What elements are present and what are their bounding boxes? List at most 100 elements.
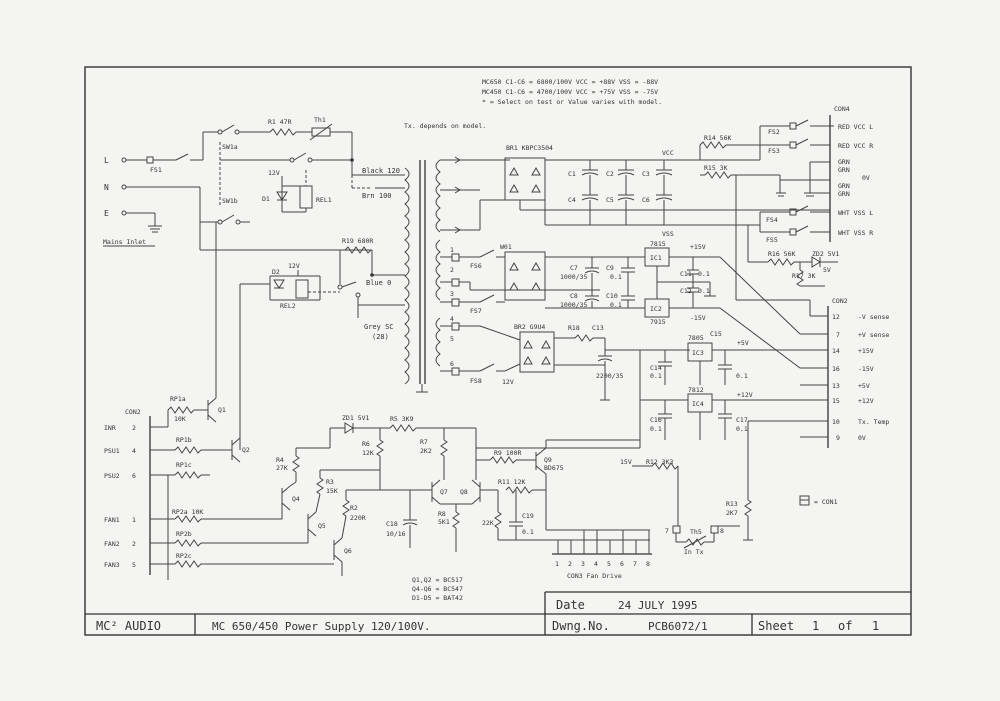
i7815-label: 7815 (650, 240, 666, 248)
th1-label: Th1 (314, 116, 326, 124)
i7805-label: 7805 (688, 334, 704, 342)
mains-e-label: E (104, 209, 109, 218)
note-q1q2: Q1,Q2 = BC517 (412, 576, 463, 584)
r6-label: R6 (362, 440, 370, 448)
th5-label: Th5 (690, 528, 702, 536)
p12-label: +12V (737, 391, 753, 399)
con2-pin15: 15 (832, 397, 840, 405)
rp1c-label: RP1c (176, 461, 192, 469)
c3-label: C3 (642, 170, 650, 178)
c16v-label: 0.1 (650, 425, 662, 433)
pin1-label: 1 (132, 516, 136, 524)
r17-label: R17 3K (792, 272, 816, 280)
con4-label: CON4 (834, 105, 850, 113)
c15-label: C15 (710, 330, 722, 338)
q6-label: Q6 (344, 547, 352, 555)
note-tx: Tx. depends on model. (404, 122, 486, 130)
c12-label: C12 (680, 287, 692, 295)
zd1-label: ZD1 5V1 (342, 414, 369, 422)
r2-label: R2 (350, 504, 358, 512)
transformer: Black 120 Brn 100 R19 680R Blue 0 Grey S… (215, 159, 441, 450)
sheet-of: of (838, 619, 852, 633)
r13-val: 2K7 (726, 509, 738, 517)
rp1a-label: RP1a (170, 395, 186, 403)
c8v-label: 1000/35 (560, 301, 587, 309)
rel2-label: REL2 (280, 302, 296, 310)
red-r-label: RED VCC R (838, 142, 873, 150)
fs4-label: FS4 (766, 216, 778, 224)
p5v-p12v-supply: FS8 12V BR2 G9U4 R18 C13 2200/35 7805 IC… (459, 323, 800, 449)
fs5-label: FS5 (766, 236, 778, 244)
r4-val: 27K (276, 464, 288, 472)
d2-label: D2 (272, 268, 280, 276)
c7-label: C7 (570, 264, 578, 272)
c10v-label: 0.1 (610, 301, 622, 309)
rp2b-label: RP2b (176, 530, 192, 538)
c9v-label: 0.1 (610, 273, 622, 281)
grn1-label: GRN (838, 158, 850, 166)
sw1b-label: SW1b (222, 197, 238, 205)
in-tx-label: In Tx (684, 548, 704, 556)
r11-label: R11 12K (498, 478, 525, 486)
t1-label: 1 (450, 246, 454, 254)
con2-pin7: 7 (836, 331, 840, 339)
grey2-label: (28) (372, 333, 389, 341)
p8-label: 8 (720, 527, 724, 535)
r6-val: 12K (362, 449, 374, 457)
c11v-label: 0.1 (698, 270, 710, 278)
r13-label: R13 (726, 500, 738, 508)
rp1b-label: RP1b (176, 436, 192, 444)
p7-label: 7 (665, 527, 669, 535)
c2-label: C2 (606, 170, 614, 178)
sig-0v: 0V (858, 434, 866, 442)
psu2-label: PSU2 (104, 472, 120, 480)
t3-label: 3 (450, 290, 454, 298)
w01-label: W01 (500, 243, 512, 251)
zd2-label: ZD2 5V1 (812, 250, 839, 258)
con2-pin9: 9 (836, 434, 840, 442)
mains-inlet-section: L N E Mains Inlet FS1 SW1a (103, 116, 354, 251)
sig-m15: -15V (858, 365, 874, 373)
con3-pin7: 7 (633, 560, 637, 568)
con2-pin12: 12 (832, 313, 840, 321)
pin2-label: 2 (132, 424, 136, 432)
con2-pin16: 16 (832, 365, 840, 373)
con3-pin1: 1 (555, 560, 559, 568)
c18-val: 10/16 (386, 530, 406, 538)
con3-pin4: 4 (594, 560, 598, 568)
c5-label: C5 (606, 196, 614, 204)
c6-label: C6 (642, 196, 650, 204)
con3-pin8: 8 (646, 560, 650, 568)
c14v-label: 0.1 (650, 372, 662, 380)
i7915-label: 7915 (650, 318, 666, 326)
t6-label: 6 (450, 360, 454, 368)
r3-label: R3 (326, 478, 334, 486)
company-name: MC² AUDIO (96, 619, 161, 633)
c1-label: C1 (568, 170, 576, 178)
c10-label: C10 (606, 292, 618, 300)
r7-val: 2K2 (420, 447, 432, 455)
fan1-label: FAN1 (104, 516, 120, 524)
fs7-label: FS7 (470, 307, 482, 315)
br2-label: BR2 G9U4 (514, 323, 545, 331)
note-mc650: MC650 C1-C6 = 6800/100V VCC = +88V VSS =… (482, 78, 658, 86)
grn4-label: GRN (838, 190, 850, 198)
sig-p5: +5V (858, 382, 870, 390)
fs2-label: FS2 (768, 128, 780, 136)
rp2a-label: RP2a 10K (172, 508, 203, 516)
v5a-label: 5V (823, 266, 831, 274)
fs6-label: FS6 (470, 262, 482, 270)
t2-label: 2 (450, 266, 454, 274)
mains-inlet-label: Mains Inlet (103, 238, 146, 246)
note-d1d5: D1-D5 = BAT42 (412, 594, 463, 602)
c4-label: C4 (568, 196, 576, 204)
fan2-label: FAN2 (104, 540, 120, 548)
m15-label: -15V (690, 314, 706, 322)
r16-label: R16 56K (768, 250, 795, 258)
q5-label: Q5 (318, 522, 326, 530)
grn2-label: GRN (838, 166, 850, 174)
r14-label: R14 56K (704, 134, 731, 142)
c19-val: 0.1 (522, 528, 534, 536)
con2-pin13: 13 (832, 382, 840, 390)
fan3-label: FAN3 (104, 561, 120, 569)
